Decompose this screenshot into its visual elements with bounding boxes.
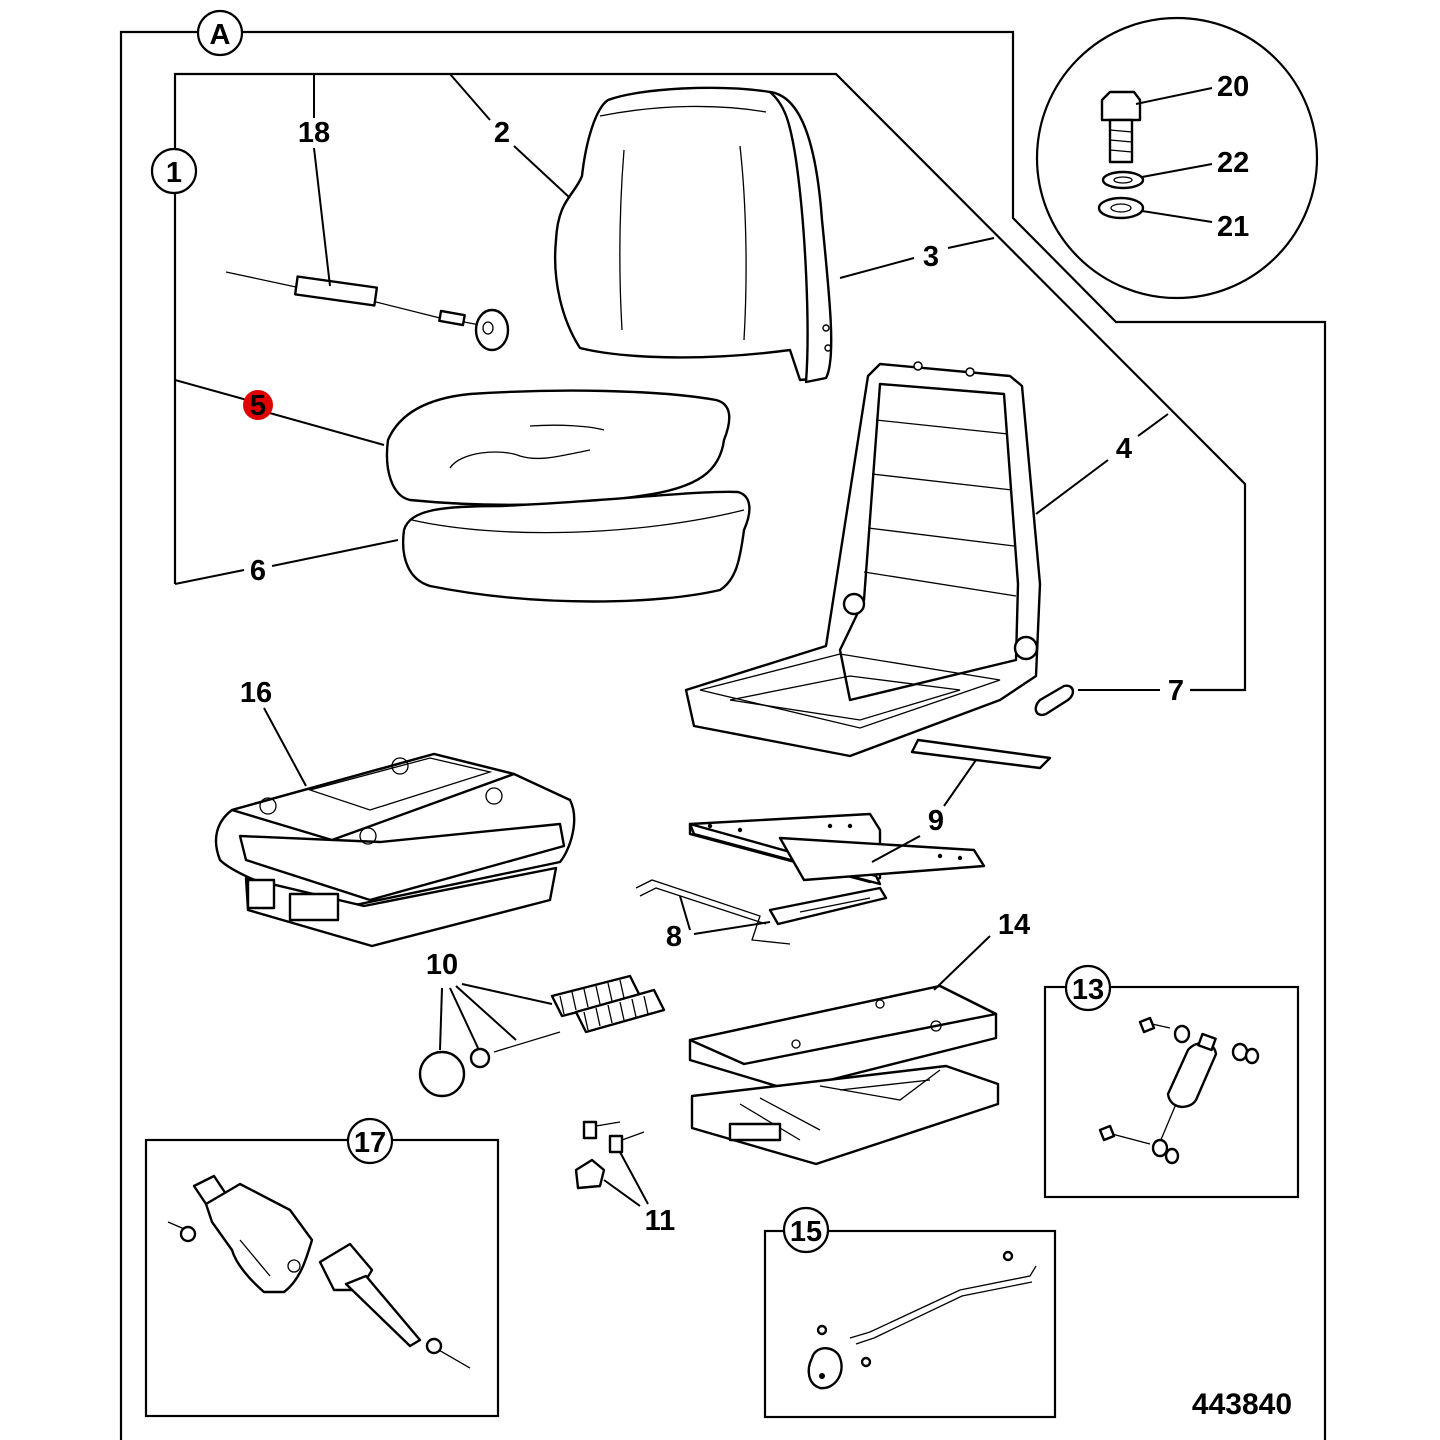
callout-22: 22 <box>1217 147 1249 179</box>
detail-box-15 <box>763 1229 1057 1419</box>
callout-10: 10 <box>426 949 458 981</box>
callout-a: A <box>196 9 244 57</box>
callout-18: 18 <box>298 117 330 149</box>
callout-20: 20 <box>1217 71 1249 103</box>
callout-3: 3 <box>923 241 939 273</box>
callout-11: 11 <box>645 1205 676 1237</box>
callout-a-label: A <box>210 19 231 51</box>
part-18-cable <box>225 271 510 352</box>
callout-7: 7 <box>1168 675 1184 707</box>
callout-2: 2 <box>494 117 510 149</box>
subassembly-frame-1 <box>173 72 1247 692</box>
part-6-seat-base <box>401 490 751 603</box>
part-5-seat-cushion <box>385 389 731 506</box>
callout-17: 17 <box>346 1117 394 1165</box>
callout-15: 15 <box>782 1206 830 1254</box>
callout-16: 16 <box>240 677 272 709</box>
callout-4: 4 <box>1116 433 1132 465</box>
callout-5-highlight: 5 <box>243 390 273 422</box>
callout-6: 6 <box>250 555 266 587</box>
part-14-suspension-unit <box>688 984 1000 1166</box>
callout-21: 21 <box>1217 211 1249 243</box>
part-13-gas-strut <box>1098 1016 1260 1165</box>
part-2-backrest-cushion <box>553 86 833 384</box>
callout-1: 1 <box>150 147 198 195</box>
part-10-springs <box>418 974 666 1098</box>
detail-box-13 <box>1043 985 1300 1199</box>
drawing-number: 443840 <box>1192 1388 1292 1421</box>
part-15-lever-rod <box>807 1250 1037 1390</box>
detail-box-17 <box>144 1138 500 1418</box>
part-7-knob <box>1034 684 1075 717</box>
part-4-seat-frame <box>684 361 1052 770</box>
callout-17-label: 17 <box>354 1127 386 1159</box>
callout-8: 8 <box>666 921 682 953</box>
callout-13-label: 13 <box>1072 974 1104 1006</box>
part-16-bellows <box>214 752 576 948</box>
callout-1-label: 1 <box>166 157 182 189</box>
callout-15-label: 15 <box>790 1216 822 1248</box>
callout-14: 14 <box>998 909 1030 941</box>
part-8-rail-lever <box>635 879 888 945</box>
assembly-frame-a <box>119 30 1327 1440</box>
callout-9: 9 <box>928 805 944 837</box>
hardware-detail-circle <box>1035 16 1319 300</box>
part-11-clips <box>574 1120 645 1190</box>
callout-13: 13 <box>1064 964 1112 1012</box>
part-17-seat-belt <box>167 1174 471 1369</box>
part-9-slide-rails <box>688 812 986 886</box>
callout-5: 5 <box>250 390 266 422</box>
